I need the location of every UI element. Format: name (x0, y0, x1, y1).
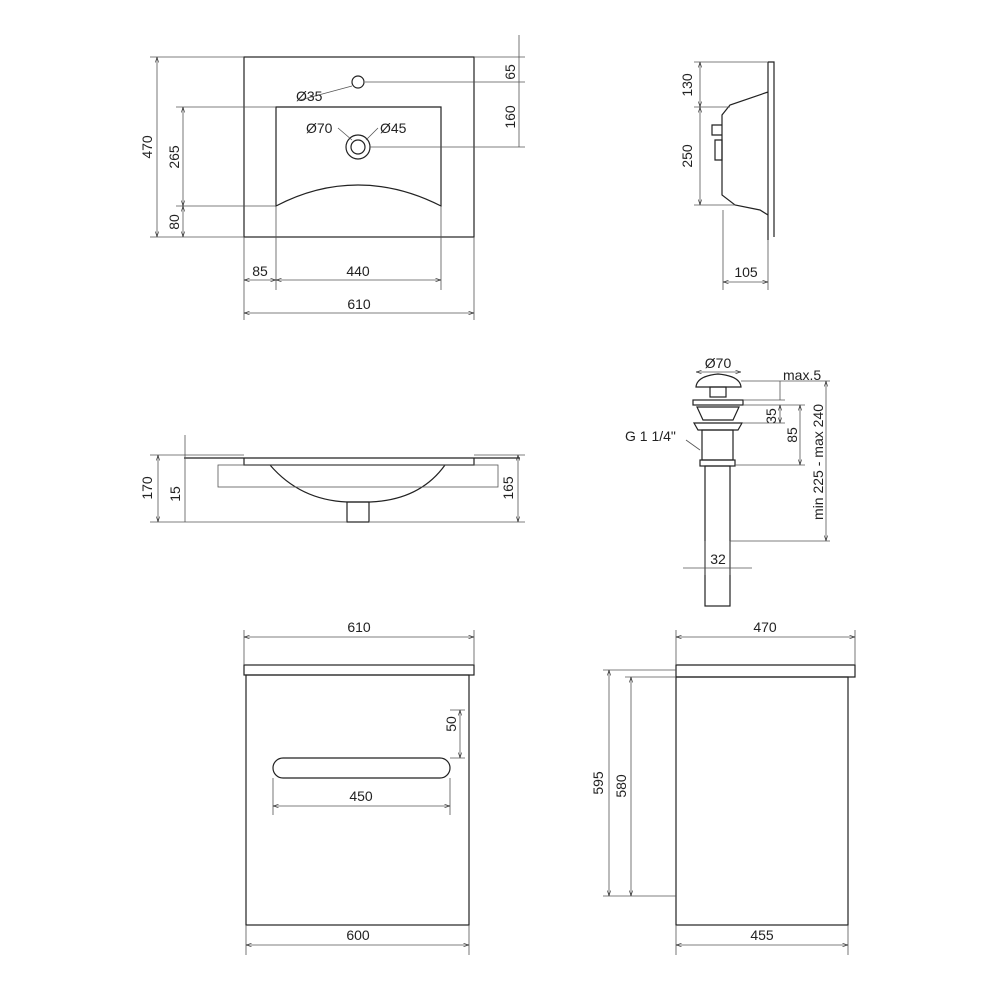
dim-side-margin: 85 (252, 263, 268, 279)
drain-pipe-diameter: 32 (710, 551, 726, 567)
drain-outer-label: Ø70 (306, 120, 333, 136)
dim-rim-thickness: 15 (167, 486, 183, 502)
tap-hole-label: Ø35 (296, 88, 323, 104)
drain-detail: Ø70 max.5 35 85 min 225 - max 240 G 1 1/… (625, 355, 830, 607)
dim-bowl-width: 440 (346, 263, 370, 279)
dim-top-width: 610 (347, 619, 371, 635)
drain-cap-gap: max.5 (783, 367, 821, 383)
section-view: 170 15 165 (139, 435, 525, 523)
dim-body-height: 580 (613, 774, 629, 798)
dim-handle-offset: 50 (443, 716, 459, 732)
drain-inner-label: Ø45 (380, 120, 407, 136)
drain-body: 85 (784, 427, 800, 443)
dim-depth: 470 (139, 135, 155, 159)
dim-bowl-depth: 250 (679, 144, 695, 168)
dim-front-margin: 80 (166, 214, 182, 230)
dim-body-depth: 455 (750, 927, 774, 943)
dim-width: 610 (347, 296, 371, 312)
drain-cap-diameter: Ø70 (705, 355, 732, 371)
dim-tap-offset: 65 (502, 64, 518, 80)
drain-flange: 35 (763, 408, 779, 424)
top-view: 470 265 80 65 160 Ø35 Ø70 Ø45 85 440 610 (139, 35, 525, 320)
cabinet-side: 470 595 580 455 (590, 619, 856, 955)
dim-section-height: 170 (139, 476, 155, 500)
dim-bowl-height: 165 (500, 476, 516, 500)
drain-total-length: min 225 - max 240 (810, 404, 826, 520)
dim-profile-depth: 105 (734, 264, 758, 280)
side-profile: 130 250 105 (679, 61, 775, 290)
cabinet-front: 610 50 450 600 (243, 619, 475, 955)
dim-total-height: 595 (590, 771, 606, 795)
dim-rim: 130 (679, 73, 695, 97)
dim-side-top-depth: 470 (753, 619, 777, 635)
dim-bowl-length: 265 (166, 145, 182, 169)
dim-handle-width: 450 (349, 788, 373, 804)
drain-thread: G 1 1/4" (625, 428, 676, 444)
dim-drain-offset: 160 (502, 105, 518, 129)
dim-body-width: 600 (346, 927, 370, 943)
